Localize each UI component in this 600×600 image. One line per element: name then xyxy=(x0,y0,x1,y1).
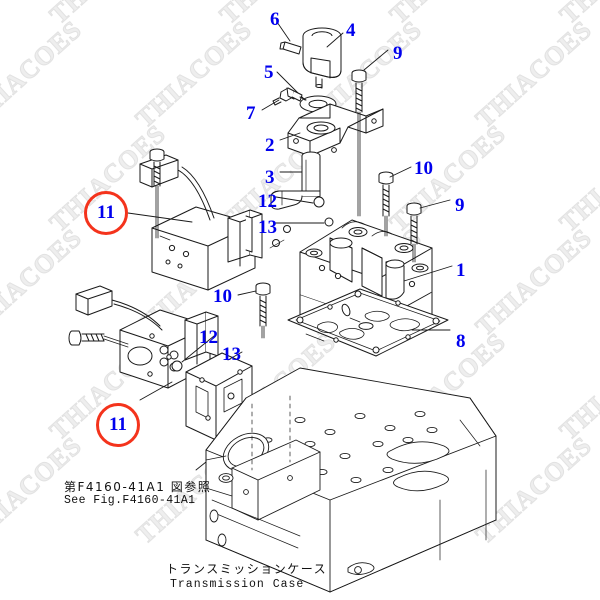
part-number-label-7: 7 xyxy=(246,103,256,124)
part-8-gasket-plate xyxy=(287,288,449,357)
diagram-title-jp: トランスミッションケース xyxy=(166,562,328,576)
part-number-label-12a: 12 xyxy=(258,191,277,212)
part-number-label-9a: 9 xyxy=(393,43,403,64)
part-13-pin-upper xyxy=(324,217,334,227)
figure-reference-jp: 第F4160-41A1 図参照 xyxy=(64,480,212,494)
part-2-bracket-plate xyxy=(287,103,384,157)
part-10-bolt-left xyxy=(255,282,271,339)
part-6-pin xyxy=(279,41,302,55)
part-number-label-4: 4 xyxy=(346,20,356,41)
figure-reference-en: See Fig.F4160-41A1 xyxy=(64,494,196,507)
part-number-label-1: 1 xyxy=(456,260,466,281)
circled-callout-label: 11 xyxy=(97,202,115,223)
part-number-label-5: 5 xyxy=(264,62,274,83)
part-4-housing xyxy=(302,27,342,89)
circled-callout-11: 11 xyxy=(96,403,140,447)
part-number-label-2: 2 xyxy=(265,135,275,156)
part-number-label-6: 6 xyxy=(270,9,280,30)
part-number-label-13b: 13 xyxy=(222,344,241,365)
part-number-label-8: 8 xyxy=(456,331,466,352)
solenoid-assembly-lower xyxy=(68,285,219,389)
part-number-label-10a: 10 xyxy=(414,158,433,179)
part-number-label-12b: 12 xyxy=(199,327,218,348)
part-number-label-9b: 9 xyxy=(455,195,465,216)
part-9-bolt-upper xyxy=(351,69,367,217)
transmission-case-outline xyxy=(205,367,497,593)
circled-callout-label: 11 xyxy=(109,414,127,435)
part-12-13-small-items xyxy=(269,225,291,249)
diagram-title-en: Transmission Case xyxy=(170,578,305,591)
part-number-label-10b: 10 xyxy=(213,286,232,307)
part-number-label-3: 3 xyxy=(265,167,275,188)
circled-callout-11: 11 xyxy=(84,191,128,235)
part-10-bolt-right xyxy=(378,171,394,237)
part-number-label-13a: 13 xyxy=(258,217,277,238)
solenoid-assembly-upper xyxy=(139,148,263,291)
part-12-ball-upper xyxy=(313,196,325,208)
part-12-ball-lower xyxy=(171,360,183,372)
part-9-bolt-right xyxy=(406,202,422,263)
